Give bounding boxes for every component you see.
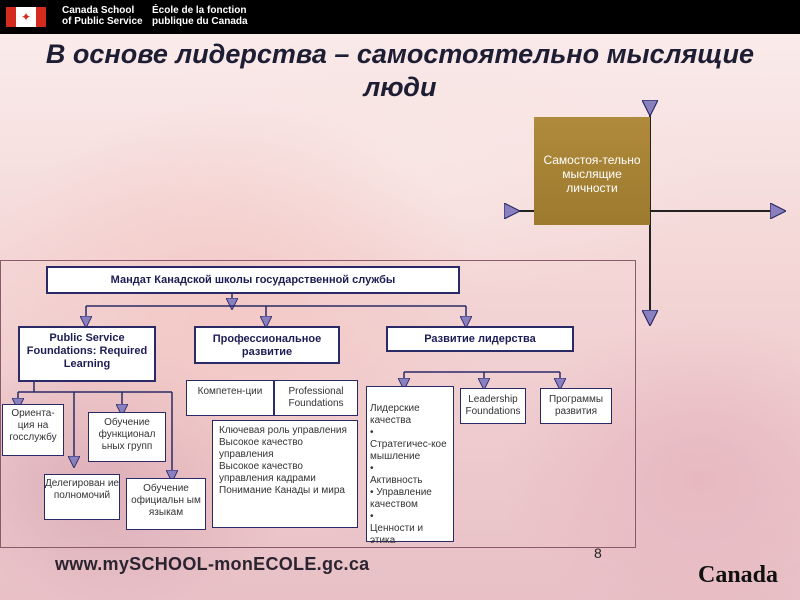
psf-box: Public Service Foundations: Required Lea… [18,326,156,382]
gold-box: Самостоя-тельно мыслящие личности [534,117,650,225]
orientation-box: Ориента-ция на госслужбу [2,404,64,456]
leadership-foundations-box: Leadership Foundations [460,388,526,424]
org-name-en: Canada School of Public Service [62,5,143,27]
gold-box-label: Самостоя-тельно мыслящие личности [543,153,641,195]
slide-title: В основе лидерства – самостоятельно мысл… [45,39,755,102]
leadership-box: Развитие лидерства [386,326,574,352]
canada-flag-icon: ✦ [6,7,46,27]
professional-foundations-box: Professional Foundations [274,380,358,416]
functional-groups-box: Обучение функционал ьных групп [88,412,166,462]
development-programs-box: Программы развития [540,388,612,424]
leadership-qualities-box: Лидерские качества • Стратегичес-кое мыш… [366,386,454,546]
diagram-frame-inner [424,378,636,548]
page-number: 8 [594,545,602,561]
canada-wordmark-logo: Canada [698,562,779,588]
prof-dev-box: Профессиональное развитие [194,326,340,364]
footer-url-link[interactable]: www.mySCHOOL-monECOLE.gc.ca [55,554,370,574]
key-management-list: Ключевая роль управления Высокое качеств… [212,420,358,528]
official-languages-box: Обучение официальн ым языкам [126,478,206,530]
header-bar: ✦ Canada School of Public Service École … [0,0,800,34]
delegation-box: Делегирован ие полномочий [44,474,120,520]
leadership-qualities-text: Лидерские качества • Стратегичес-кое мыш… [370,403,447,546]
org-name-fr: École de la fonction publique du Canada [152,5,248,27]
competencies-box: Компетен-ции [186,380,274,416]
mandate-box: Мандат Канадской школы государственной с… [46,266,460,294]
